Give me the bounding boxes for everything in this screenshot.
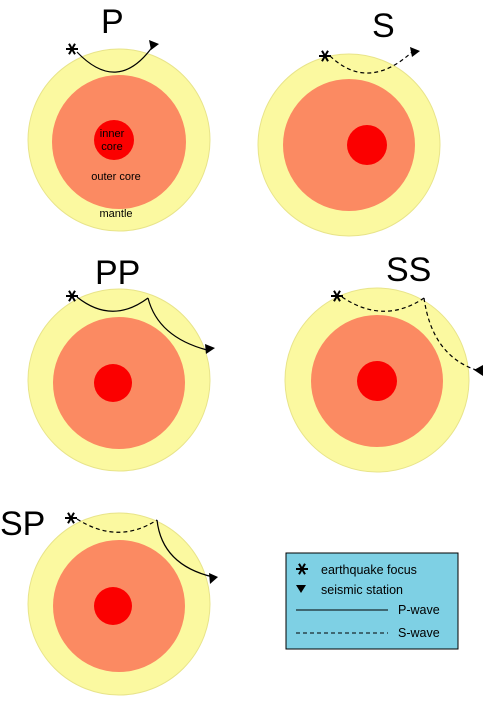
panel-title-s: S <box>372 7 395 45</box>
triangle-icon <box>205 344 215 354</box>
asterisk-icon <box>331 290 343 302</box>
panel-s: S <box>257 7 441 237</box>
legend-box <box>285 552 459 650</box>
panel-p: P inner core outer core mantle <box>27 3 211 232</box>
panel-ss: SS <box>284 251 483 473</box>
s-wave-ray <box>329 51 413 74</box>
outer-core-label: outer core <box>91 171 141 183</box>
asterisk-icon <box>296 563 308 575</box>
panel-title-pp: PP <box>95 254 140 292</box>
inner-core-circle <box>94 587 132 625</box>
sp-p-wave-leg <box>156 519 214 578</box>
ss-wave-ray-first-leg <box>341 296 425 312</box>
panel-pp: PP <box>27 254 215 472</box>
inner-core-circle <box>94 364 132 402</box>
mantle-label: mantle <box>99 208 132 220</box>
inner-core-label-line1: inner <box>100 128 125 140</box>
triangle-icon <box>296 585 306 593</box>
legend-focus-label: earthquake focus <box>321 563 417 577</box>
panel-title-sp: SP <box>0 505 45 543</box>
inner-core-circle <box>94 120 134 160</box>
legend: earthquake focus seismic station P-wave … <box>285 552 459 650</box>
triangle-icon <box>410 47 420 57</box>
asterisk-icon <box>65 512 77 524</box>
legend-s-wave-label: S-wave <box>398 626 440 640</box>
asterisk-icon <box>319 50 331 62</box>
triangle-icon <box>149 40 159 50</box>
panel-title-p: P <box>101 3 124 41</box>
panel-sp: SP <box>0 505 218 696</box>
legend-station-label: seismic station <box>321 583 403 597</box>
legend-p-wave-label: P-wave <box>398 603 440 617</box>
p-wave-ray <box>76 45 154 73</box>
pp-wave-ray-first-leg <box>76 296 149 312</box>
inner-core-circle <box>357 361 397 401</box>
asterisk-icon <box>66 290 78 302</box>
pp-wave-ray-second-leg <box>147 297 208 351</box>
ss-wave-ray-second-leg <box>423 297 477 371</box>
panel-title-ss: SS <box>386 251 431 289</box>
sp-s-wave-leg <box>76 518 158 533</box>
asterisk-icon <box>66 43 78 55</box>
triangle-icon <box>474 365 483 376</box>
inner-core-label-line2: core <box>101 141 122 153</box>
triangle-icon <box>209 573 218 584</box>
inner-core-circle <box>347 125 387 165</box>
